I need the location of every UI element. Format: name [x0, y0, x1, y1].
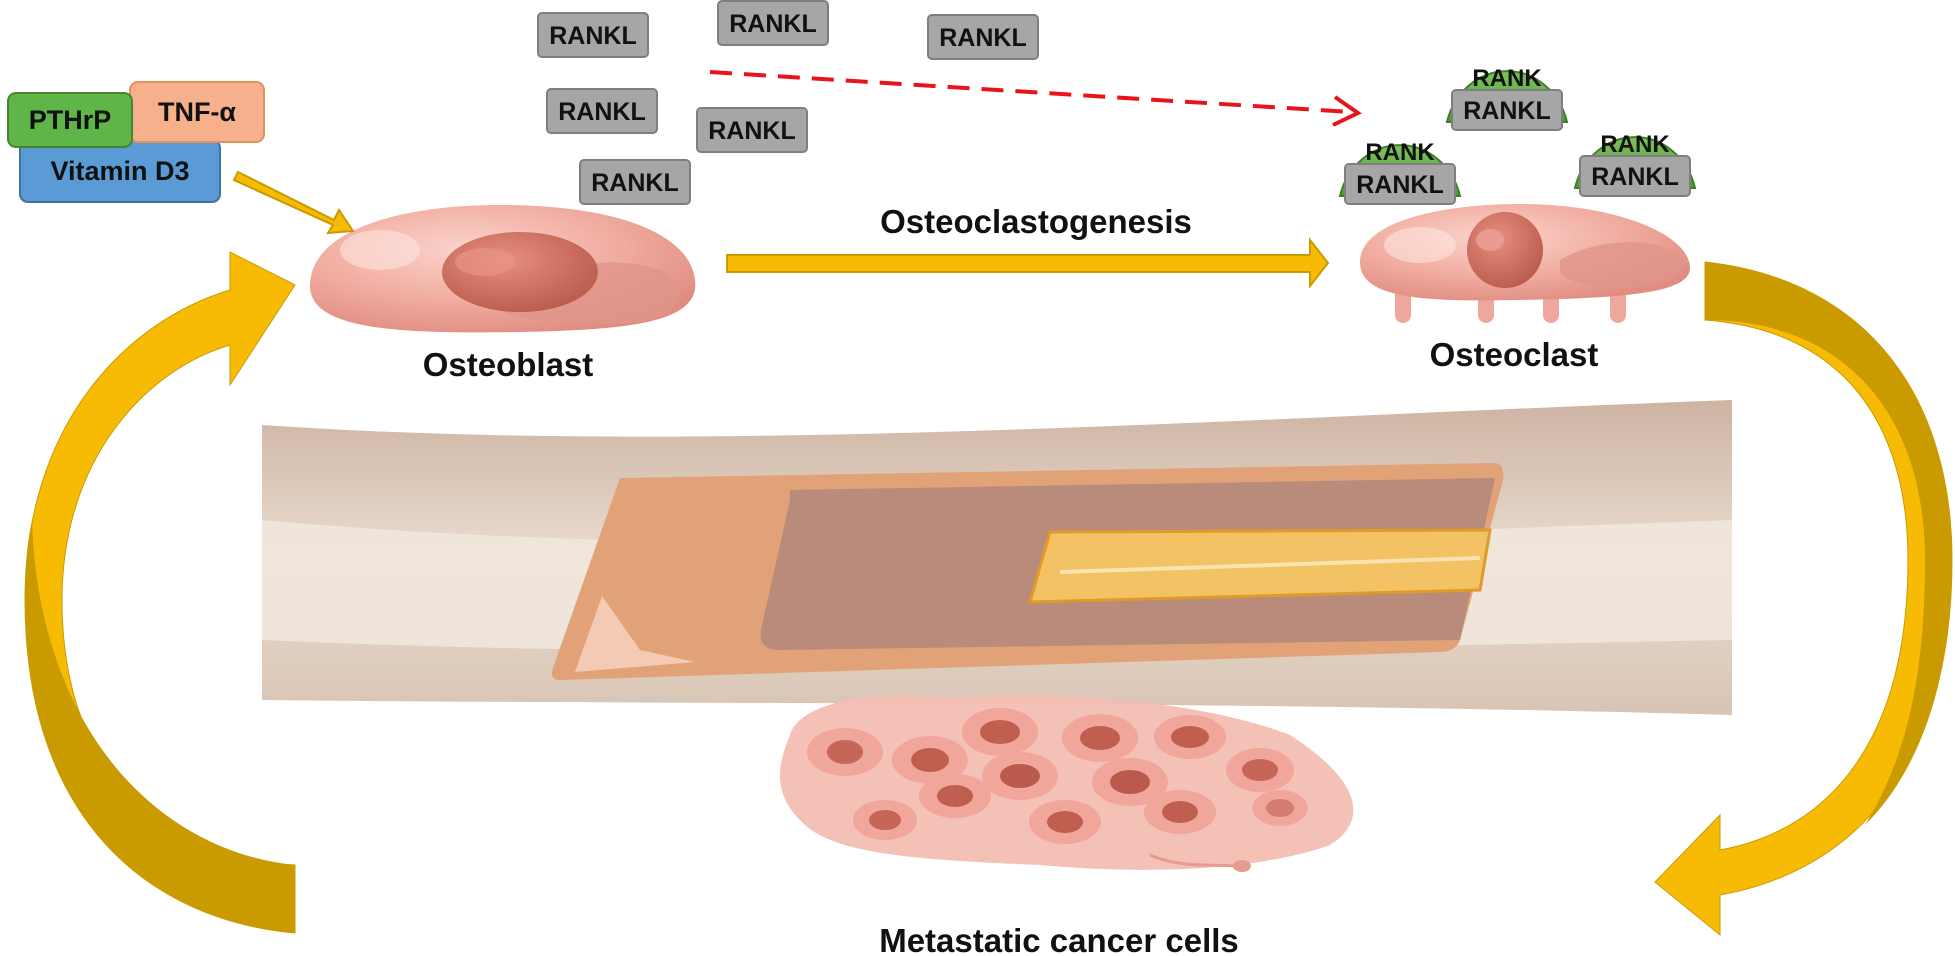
rankl-box: [1579, 155, 1691, 197]
rankl-label: RANKL: [1591, 163, 1679, 191]
rankl-molecule: RANKL: [717, 0, 829, 46]
right-cycle-arrow: [1654, 261, 1953, 937]
rank-rankl-complex: RANK RANKL: [1445, 65, 1569, 131]
rank-label: RANK: [1472, 65, 1542, 92]
cancer-nucleus: [1266, 799, 1294, 817]
rankl-molecule: RANKL: [579, 159, 691, 205]
cancer-nucleus: [1080, 726, 1120, 750]
rankl-label: RANKL: [729, 10, 817, 38]
rankl-migration-arrow-line: [709, 70, 1351, 114]
rankl-molecule: RANKL: [927, 14, 1039, 60]
cancer-nucleus: [1047, 811, 1083, 833]
cancer-cell-tail-tip: [1233, 860, 1251, 872]
osteoclastogenesis-arrow-shape: [726, 237, 1330, 289]
cancer-nucleus: [1110, 770, 1150, 794]
tnf-alpha-label: TNF-α: [158, 97, 236, 127]
vitamin-d3-label: Vitamin D3: [50, 156, 189, 186]
factors-to-osteoblast-arrow: [232, 170, 355, 235]
rankl-label: RANKL: [708, 117, 796, 145]
vitamin-d3-box: Vitamin D3: [19, 139, 221, 203]
left-cycle-arrow-shade: [25, 520, 295, 933]
right-cycle-arrow-shade: [1705, 262, 1952, 825]
cancer-nucleus: [1162, 801, 1198, 823]
rankl-box: [537, 12, 649, 58]
rankl-box: [696, 107, 808, 153]
rankl-molecule: RANKL: [537, 12, 649, 58]
pthrp-box: PTHrP: [7, 92, 133, 148]
cancer-nucleus: [980, 720, 1020, 744]
rank-rankl-complex: RANK RANKL: [1573, 131, 1697, 197]
rank-rankl-complex: RANK RANKL: [1338, 139, 1462, 205]
osteoclast-nucleolus: [1476, 229, 1504, 251]
tnf-alpha-box: TNF-α: [129, 81, 265, 143]
osteoclastogenesis-label: Osteoclastogenesis: [880, 203, 1192, 240]
rankl-molecule: RANKL: [696, 107, 808, 153]
osteoblast-cell: [310, 205, 696, 333]
rankl-label: RANKL: [549, 22, 637, 50]
rankl-migration-arrow-head: [1332, 95, 1362, 127]
cancer-cell-tail: [1149, 853, 1236, 868]
osteoblast-label: Osteoblast: [423, 346, 594, 383]
left-cycle-arrow: [24, 251, 296, 934]
rankl-migration-arrow: [709, 70, 1362, 127]
marrow-cavity-highlight: [1059, 556, 1481, 574]
osteoclast-label: Osteoclast: [1430, 336, 1599, 373]
osteoclast-cell: [1360, 204, 1690, 323]
osteoclast-organelle: [1560, 242, 1683, 289]
osteoclastogenesis-arrow: [726, 237, 1330, 289]
rankl-box: [1344, 163, 1456, 205]
cancer-nucleus: [937, 785, 973, 807]
metastatic-cancer-cells-label: Metastatic cancer cells: [879, 922, 1239, 956]
osteoclast-nucleus: [1467, 212, 1543, 288]
cancer-nucleus: [1171, 726, 1209, 748]
rank-label: RANK: [1600, 131, 1670, 158]
bone-shaft-highlight: [575, 596, 695, 672]
rankl-box: [1451, 89, 1563, 131]
cancer-cell-cluster: [780, 695, 1354, 872]
bone-illustration: [262, 400, 1732, 715]
osteoclast-highlight: [1384, 227, 1456, 263]
rankl-molecule: RANKL: [546, 88, 658, 134]
cancer-nucleus: [869, 810, 901, 830]
rankl-box: [717, 0, 829, 46]
rankl-label: RANKL: [1463, 97, 1551, 125]
cancer-nucleus: [827, 740, 863, 764]
osteoblast-highlight: [340, 230, 420, 270]
osteoblast-nucleolus: [455, 248, 515, 276]
cancer-nucleus: [911, 748, 949, 772]
rankl-box: [579, 159, 691, 205]
rankl-label: RANKL: [558, 98, 646, 126]
rankl-label: RANKL: [939, 24, 1027, 52]
rankl-label: RANKL: [591, 169, 679, 197]
cancer-nucleus: [1242, 759, 1278, 781]
cancer-nucleus: [1000, 764, 1040, 788]
rank-label: RANK: [1365, 139, 1435, 166]
pthrp-box-bg: [7, 92, 133, 148]
pthrp-label: PTHrP: [29, 105, 112, 135]
rankl-label: RANKL: [1356, 171, 1444, 199]
rankl-box: [546, 88, 658, 134]
rankl-box: [927, 14, 1039, 60]
